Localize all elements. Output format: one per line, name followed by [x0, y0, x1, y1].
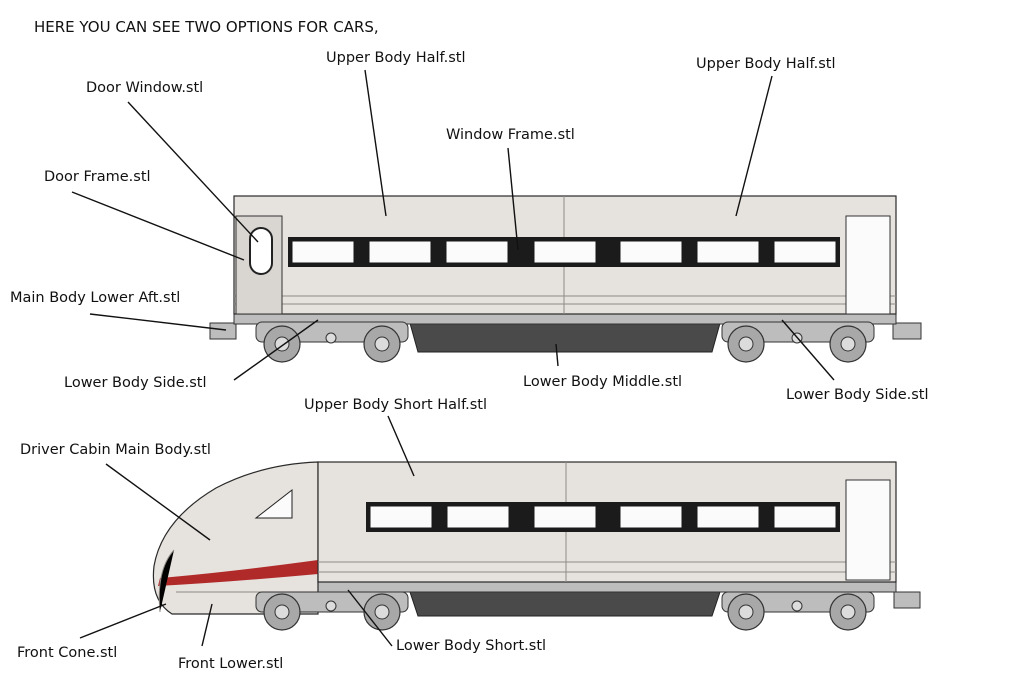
leader-window-frame — [507, 147, 519, 251]
window — [773, 505, 837, 529]
driver-car — [152, 461, 921, 631]
window — [445, 240, 509, 264]
end-door — [845, 479, 891, 581]
window — [291, 240, 355, 264]
front-bogie — [721, 321, 875, 363]
leader-upper-body-short-half — [387, 415, 415, 477]
middle-car — [209, 195, 922, 363]
window — [619, 240, 683, 264]
window — [533, 240, 597, 264]
front-stripe — [158, 560, 318, 586]
window — [696, 505, 760, 529]
leader-driver-cabin-main-body — [105, 463, 211, 541]
leader-upper-body-half-1 — [364, 69, 387, 217]
label-door-frame: Door Frame.stl — [44, 169, 151, 185]
rear-bogie — [255, 321, 409, 363]
front-cone-seam — [158, 549, 175, 613]
part-labels: Upper Body Half.stl Upper Body Half.stl … — [10, 50, 929, 672]
window-frame-part — [366, 502, 840, 532]
leader-front-cone — [79, 603, 167, 639]
window — [446, 505, 510, 529]
leader-lower-body-short — [347, 589, 393, 647]
leader-door-window — [127, 101, 259, 243]
label-front-cone: Front Cone.stl — [17, 645, 117, 661]
leader-lines — [71, 69, 835, 647]
label-lower-body-short: Lower Body Short.stl — [396, 638, 546, 654]
label-front-lower: Front Lower.stl — [178, 656, 283, 672]
rear-bogie — [255, 591, 409, 631]
leader-main-body-lower-aft — [89, 313, 227, 331]
label-upper-body-half-1: Upper Body Half.stl — [326, 50, 465, 66]
front-coupler — [893, 591, 921, 609]
label-lower-body-middle: Lower Body Middle.stl — [523, 374, 682, 390]
window — [369, 505, 433, 529]
window — [619, 505, 683, 529]
cab-windshield — [254, 488, 293, 519]
window — [696, 240, 760, 264]
door-window-part — [249, 227, 273, 275]
label-window-frame: Window Frame.stl — [446, 127, 575, 143]
leader-lower-body-side-2 — [781, 319, 835, 381]
leader-upper-body-half-2 — [735, 75, 773, 217]
front-coupler — [892, 322, 922, 340]
label-upper-body-short-half: Upper Body Short Half.stl — [304, 397, 487, 413]
rear-coupler — [209, 322, 237, 340]
label-lower-body-side-1: Lower Body Side.stl — [64, 375, 207, 391]
label-main-body-lower-aft: Main Body Lower Aft.stl — [10, 290, 180, 306]
label-upper-body-half-2: Upper Body Half.stl — [696, 56, 835, 72]
leader-door-frame — [71, 191, 245, 261]
front-bogie — [721, 591, 875, 631]
driver-cabin-main-body-part — [152, 461, 319, 615]
end-door — [845, 215, 891, 315]
leader-lower-body-middle — [555, 343, 559, 367]
diagram-heading: HERE YOU CAN SEE TWO OPTIONS FOR CARS, — [34, 18, 379, 36]
leader-lower-body-side-1 — [233, 319, 319, 381]
label-driver-cabin-main-body: Driver Cabin Main Body.stl — [20, 442, 211, 458]
window — [368, 240, 432, 264]
window — [533, 505, 597, 529]
leader-front-lower — [201, 603, 213, 647]
label-door-window: Door Window.stl — [86, 80, 203, 96]
window — [773, 240, 837, 264]
label-lower-body-side-2: Lower Body Side.stl — [786, 387, 929, 403]
